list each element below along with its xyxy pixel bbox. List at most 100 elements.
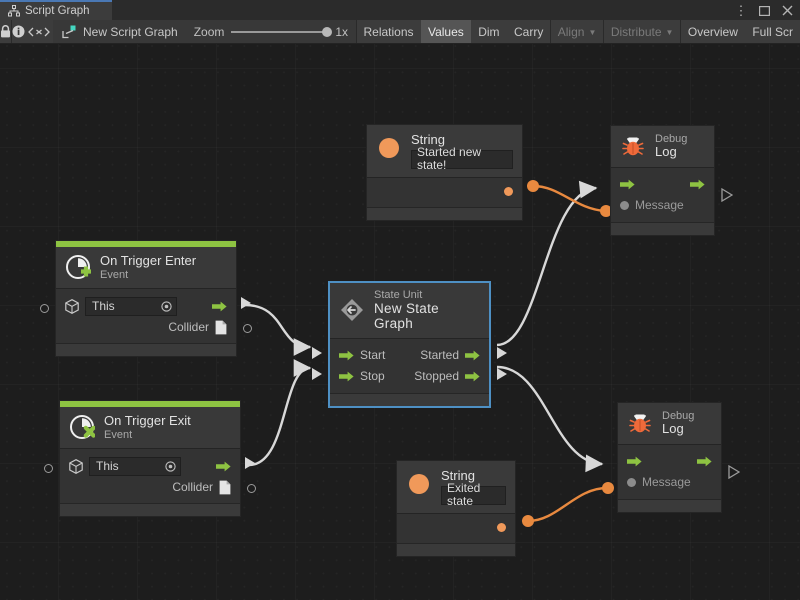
target-input-port[interactable] — [40, 304, 49, 313]
distribute-button[interactable]: Distribute▼ — [603, 20, 681, 43]
flow-output-triangle-icon[interactable] — [244, 456, 256, 470]
gameobject-icon — [69, 458, 83, 474]
node-title: String — [441, 468, 475, 483]
node-on-trigger-exit[interactable]: On Trigger Exit Event This — [44, 400, 256, 517]
flow-input-arrow-icon[interactable] — [620, 179, 635, 190]
port-row-collider: Collider — [65, 317, 227, 338]
collider-output-port[interactable] — [247, 484, 256, 493]
wire-dot-source — [522, 515, 534, 527]
bug-icon — [622, 137, 644, 156]
node-body: Start Started Stop — [330, 338, 489, 393]
align-label: Align — [557, 24, 585, 39]
target-input-port[interactable] — [44, 464, 53, 473]
node-string-top[interactable]: String Started new state! — [366, 124, 523, 221]
lock-button[interactable] — [0, 20, 12, 43]
collider-output-icon[interactable] — [215, 320, 227, 335]
message-input-port[interactable] — [620, 200, 629, 210]
flow-output-arrow-icon[interactable] — [465, 371, 480, 382]
close-icon[interactable] — [780, 4, 794, 18]
zoom-control[interactable]: Zoom 1x — [189, 20, 357, 43]
flow-output-triangle-icon[interactable] — [721, 188, 733, 202]
node-footer — [618, 498, 721, 512]
info-button[interactable] — [11, 20, 25, 43]
flow-output-triangle-stopped-icon[interactable] — [496, 367, 508, 381]
flow-input-arrow-icon[interactable] — [339, 371, 354, 382]
zoom-slider[interactable] — [231, 26, 333, 37]
node-debug-log-bottom[interactable]: Debug Log Message — [617, 402, 740, 513]
tab-label: Script Graph — [25, 5, 90, 17]
object-picker-icon[interactable] — [165, 461, 176, 472]
flow-input-triangle-start-icon[interactable] — [311, 346, 323, 360]
tab-script-graph[interactable]: Script Graph — [0, 0, 112, 20]
object-picker-icon[interactable] — [161, 301, 172, 312]
graph-name-display[interactable]: New Script Graph — [52, 20, 190, 43]
port-row-target: This — [69, 456, 231, 477]
overview-button[interactable]: Overview — [680, 20, 745, 43]
collider-label: Collider — [172, 480, 213, 495]
dim-label: Dim — [478, 24, 500, 39]
more-options-icon[interactable]: ⋮ — [734, 2, 748, 18]
zoom-value: 1x — [335, 24, 349, 39]
flow-output-triangle-icon[interactable] — [240, 296, 252, 310]
collider-output-port[interactable] — [243, 324, 252, 333]
wire-string-top-to-message — [532, 184, 606, 213]
code-button[interactable] — [25, 20, 53, 43]
flow-input-triangle-stop-icon[interactable] — [311, 367, 323, 381]
relations-label: Relations — [363, 24, 414, 39]
overview-label: Overview — [687, 24, 738, 39]
node-string-bottom[interactable]: String Exited state — [396, 460, 516, 557]
port-row-message: Message — [620, 195, 705, 216]
port-row-flow — [627, 451, 712, 472]
dim-button[interactable]: Dim — [471, 20, 507, 43]
collider-label: Collider — [168, 320, 209, 335]
string-output-port[interactable] — [497, 523, 506, 533]
node-footer — [367, 206, 522, 220]
flow-input-arrow-icon[interactable] — [339, 350, 354, 361]
gameobject-icon — [65, 298, 79, 314]
relations-button[interactable]: Relations — [356, 20, 421, 43]
node-footer — [397, 542, 515, 556]
maximize-icon[interactable] — [757, 4, 771, 18]
string-circle-icon — [379, 138, 399, 158]
string-value-field[interactable]: Exited state — [441, 481, 506, 508]
message-input-port[interactable] — [627, 477, 636, 487]
port-row-start: Start Started — [339, 345, 480, 366]
values-label: Values — [427, 24, 464, 39]
carry-button[interactable]: Carry — [506, 20, 551, 43]
flow-output-triangle-started-icon[interactable] — [496, 346, 508, 360]
collider-output-icon[interactable] — [219, 480, 231, 495]
chevron-down-icon: ▼ — [588, 27, 597, 37]
wire-dot-target — [602, 482, 614, 494]
flow-output-arrow-icon[interactable] — [690, 179, 705, 190]
node-footer — [56, 342, 236, 356]
string-circle-icon — [409, 474, 429, 494]
trigger-exit-icon — [70, 415, 95, 440]
string-value-field[interactable]: Started new state! — [411, 145, 513, 172]
node-state-unit[interactable]: State Unit New State Graph Start Started — [312, 282, 507, 407]
full-screen-button[interactable]: Full Scr — [745, 20, 800, 43]
wire-enter-to-start — [244, 303, 312, 356]
flow-output-arrow-icon[interactable] — [465, 350, 480, 361]
target-object-field[interactable]: This — [89, 456, 181, 476]
values-button[interactable]: Values — [420, 20, 471, 43]
graph-canvas[interactable]: String Started new state! — [0, 44, 800, 600]
node-title: New State Graph — [374, 301, 439, 332]
flow-output-arrow-icon[interactable] — [216, 461, 231, 472]
port-row-flow — [620, 174, 705, 195]
flow-output-arrow-icon[interactable] — [697, 456, 712, 467]
flow-output-triangle-icon[interactable] — [728, 465, 740, 479]
node-body: Message — [618, 444, 721, 499]
event-accent-bar — [56, 241, 236, 247]
flow-output-arrow-icon[interactable] — [212, 301, 227, 312]
zoom-slider-knob[interactable] — [322, 26, 333, 37]
string-output-port[interactable] — [504, 187, 513, 197]
node-on-trigger-enter[interactable]: On Trigger Enter Event This — [40, 240, 252, 357]
node-title: On Trigger Enter — [100, 253, 197, 268]
flow-input-arrow-icon[interactable] — [627, 456, 642, 467]
target-object-field[interactable]: This — [85, 296, 177, 316]
node-debug-log-top[interactable]: Debug Log Message — [610, 125, 733, 236]
stop-input-label: Stop — [360, 369, 385, 384]
align-button[interactable]: Align▼ — [550, 20, 604, 43]
graph-toolbar: New Script Graph Zoom 1x Relations Value… — [0, 20, 800, 44]
